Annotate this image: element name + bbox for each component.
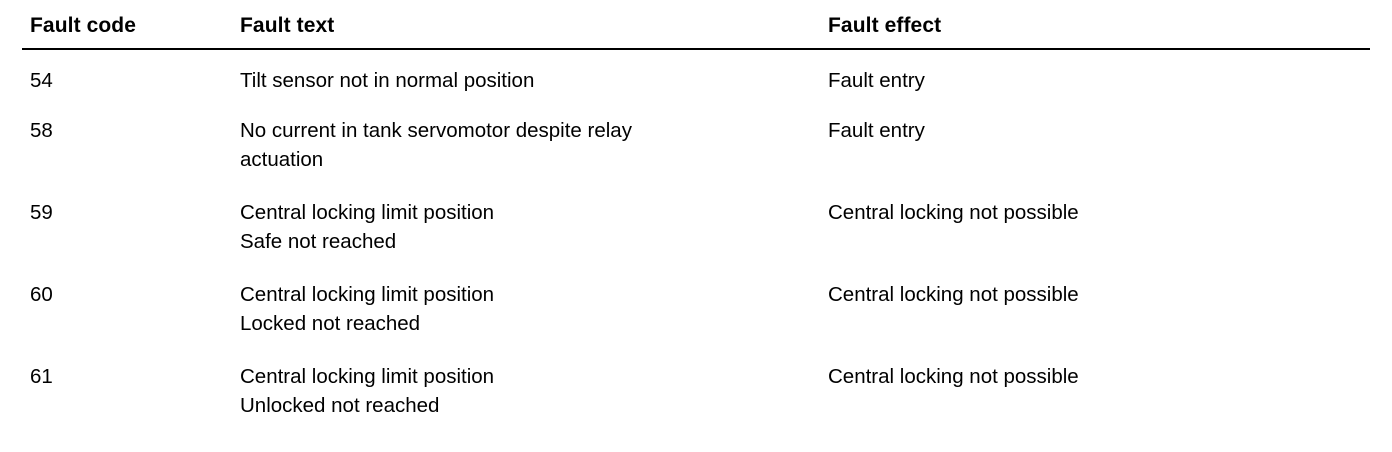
cell-fault-effect: Fault entry	[828, 69, 925, 92]
table-header-row: Fault code Fault text Fault effect	[0, 14, 1392, 48]
cell-fault-code: 60	[30, 283, 53, 306]
column-header-fault-text: Fault text	[240, 14, 335, 37]
table-row: 61 Central locking limit position Unlock…	[0, 354, 1392, 436]
header-divider-rule	[22, 48, 1370, 50]
table-row: 54 Tilt sensor not in normal position Fa…	[0, 58, 1392, 108]
cell-fault-text: No current in tank servomotor despite re…	[240, 119, 632, 171]
cell-fault-text: Central locking limit position Safe not …	[240, 201, 495, 253]
table-row: 58 No current in tank servomotor despite…	[0, 108, 1392, 190]
cell-fault-effect: Central locking not possible	[828, 283, 1079, 306]
table-body: 54 Tilt sensor not in normal position Fa…	[0, 58, 1392, 436]
column-header-fault-effect: Fault effect	[828, 14, 942, 37]
cell-fault-text: Central locking limit position Locked no…	[240, 283, 495, 335]
cell-fault-effect: Fault entry	[828, 119, 925, 142]
cell-fault-effect: Central locking not possible	[828, 201, 1079, 224]
cell-fault-text: Central locking limit position Unlocked …	[240, 365, 495, 417]
cell-fault-code: 58	[30, 119, 53, 142]
cell-fault-code: 59	[30, 201, 53, 224]
cell-fault-code: 61	[30, 365, 53, 388]
cell-fault-effect: Central locking not possible	[828, 365, 1079, 388]
table-row: 59 Central locking limit position Safe n…	[0, 190, 1392, 272]
table-row: 60 Central locking limit position Locked…	[0, 272, 1392, 354]
cell-fault-text: Tilt sensor not in normal position	[240, 69, 535, 92]
cell-fault-code: 54	[30, 69, 53, 92]
column-header-fault-code: Fault code	[30, 14, 137, 37]
